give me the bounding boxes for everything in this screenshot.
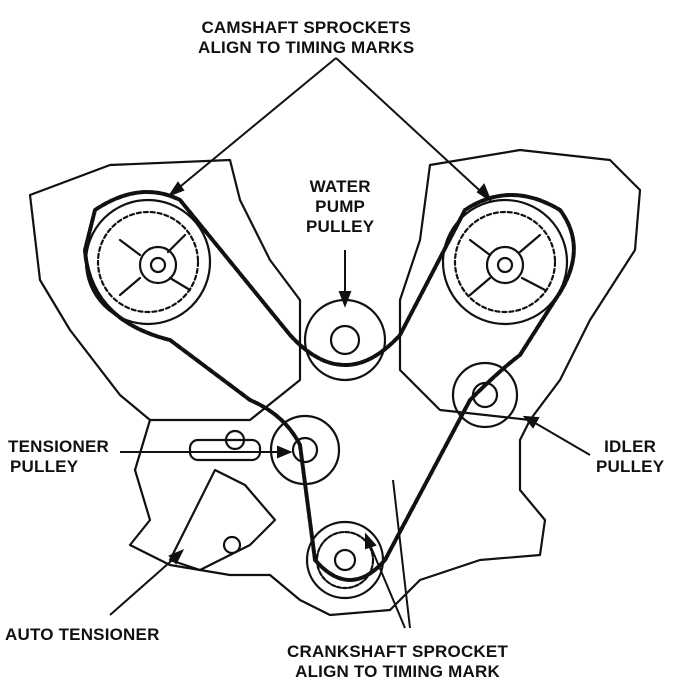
auto-tensioner <box>168 468 277 572</box>
tensioner-pulley <box>269 414 341 486</box>
idler-pulley-label: IDLER PULLEY <box>596 437 665 476</box>
crankshaft-leader-1 <box>367 539 406 629</box>
crankshaft-leader-2 <box>392 479 411 629</box>
auto-tensioner-label: AUTO TENSIONER <box>5 625 160 644</box>
water-pump-pulley <box>303 298 387 382</box>
camshaft-leader-left <box>169 57 337 196</box>
right-cam-sprocket <box>441 198 569 326</box>
idler-pulley <box>451 361 519 429</box>
auto-tensioner-leader <box>109 554 179 616</box>
left-cam-sprocket <box>84 198 212 326</box>
right-cylinder-head <box>398 148 642 422</box>
camshaft-sprockets-label: CAMSHAFT SPROCKETS ALIGN TO TIMING MARKS <box>198 18 415 57</box>
tensioner-pulley-label: TENSIONER PULLEY <box>8 437 109 476</box>
timing-belt <box>83 190 576 582</box>
camshaft-leader-right <box>335 57 491 201</box>
left-cylinder-head <box>28 158 302 422</box>
crankshaft-sprocket-label: CRANKSHAFT SPROCKET ALIGN TO TIMING MARK <box>287 642 509 681</box>
crankshaft-sprocket <box>305 520 385 600</box>
engine-block <box>128 418 547 617</box>
water-pump-pulley-label: WATER PUMP PULLEY <box>306 177 375 236</box>
idler-leader <box>529 419 591 456</box>
